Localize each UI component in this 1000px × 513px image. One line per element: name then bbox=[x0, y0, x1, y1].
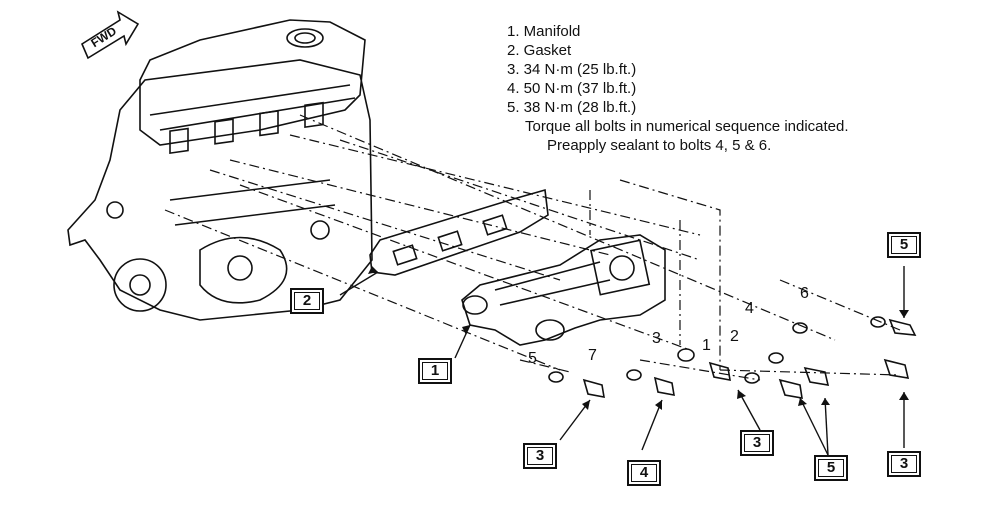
carb-flange bbox=[590, 239, 651, 296]
sequence-number: 1 bbox=[702, 337, 711, 354]
callout-bolt-lower-left: 3 bbox=[523, 443, 557, 469]
callout-bolt-pair: 5 bbox=[814, 455, 848, 481]
bolt-1 bbox=[744, 372, 803, 399]
manifold-shape bbox=[461, 234, 666, 346]
crank-pulley bbox=[113, 258, 167, 312]
bolt-5-left bbox=[548, 371, 605, 398]
sequence-number: 7 bbox=[588, 347, 597, 364]
callout-bolt-top-right: 5 bbox=[887, 232, 921, 258]
callout-bolt-right: 3 bbox=[887, 451, 921, 477]
callout-manifold: 1 bbox=[418, 358, 452, 384]
fwd-arrow bbox=[80, 10, 140, 60]
legend-item: 5. 38 N·m (28 lb.ft.) bbox=[507, 99, 637, 116]
sequence-number: 3 bbox=[652, 330, 661, 347]
bolt-7 bbox=[626, 369, 675, 396]
legend-note: Preapply sealant to bolts 4, 5 & 6. bbox=[547, 137, 772, 154]
washer-6 bbox=[792, 322, 808, 334]
bolt-right-3 bbox=[883, 358, 910, 379]
valve-cover bbox=[139, 19, 366, 146]
sequence-number: 6 bbox=[800, 285, 809, 302]
sequence-number: 4 bbox=[745, 300, 754, 317]
sequence-number: 5 bbox=[528, 350, 537, 367]
legend-item: 3. 34 N·m (25 lb.ft.) bbox=[507, 61, 637, 78]
engine-block bbox=[67, 59, 373, 321]
legend-item: 1. Manifold bbox=[507, 23, 581, 40]
bolt-2 bbox=[768, 352, 830, 386]
sequence-number: 2 bbox=[730, 328, 739, 345]
bolt-right-top bbox=[870, 316, 917, 336]
callout-gasket: 2 bbox=[290, 288, 324, 314]
gasket-shape bbox=[369, 188, 549, 276]
oil-filler-cap bbox=[286, 28, 324, 48]
legend-item: 4. 50 N·m (37 lb.ft.) bbox=[507, 80, 637, 97]
callout-bolt-center-right: 3 bbox=[740, 430, 774, 456]
legend: 1. Manifold 2. Gasket 3. 34 N·m (25 lb.f… bbox=[507, 22, 849, 155]
legend-note: Torque all bolts in numerical sequence i… bbox=[525, 118, 849, 135]
bolt-3-center bbox=[677, 348, 731, 381]
callout-bolt-center: 4 bbox=[627, 460, 661, 486]
legend-item: 2. Gasket bbox=[507, 42, 572, 59]
